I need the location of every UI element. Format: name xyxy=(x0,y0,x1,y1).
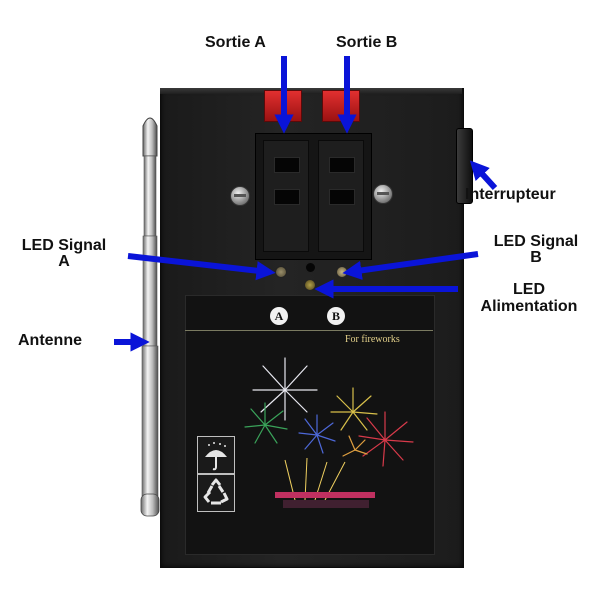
recycle-icon xyxy=(203,478,229,505)
sticker-caption: For fireworks xyxy=(345,334,400,345)
output-terminal-block xyxy=(255,133,372,260)
fireworks-illustration xyxy=(244,357,414,508)
label-led-alimentation: LED Alimentation xyxy=(460,281,598,315)
label-sortie-b: Sortie B xyxy=(336,34,398,51)
terminal-hole xyxy=(329,189,355,205)
output-slot-b xyxy=(318,140,364,252)
label-led-signal-a: LED Signal A xyxy=(4,238,124,270)
ir-receiver xyxy=(305,262,316,273)
label-led-signal-a-line1: LED Signal xyxy=(21,237,107,254)
output-slot-a xyxy=(263,140,309,252)
terminal-hole xyxy=(329,157,355,173)
screw-icon xyxy=(373,184,393,204)
sticker-divider xyxy=(185,330,433,331)
screw-icon xyxy=(230,186,250,206)
umbrella-box xyxy=(197,436,235,474)
terminal-hole xyxy=(274,157,300,173)
label-led-signal-b-line2: B xyxy=(530,249,542,266)
label-led-signal-b: LED Signal B xyxy=(476,234,596,266)
label-interrupteur: Interrupteur xyxy=(465,186,556,203)
recycle-box xyxy=(197,474,235,512)
terminal-hole xyxy=(274,189,300,205)
channel-b-marker: B xyxy=(327,307,345,325)
umbrella-icon xyxy=(205,442,227,471)
channel-a-marker: A xyxy=(270,307,288,325)
body-top-edge xyxy=(160,88,462,94)
label-led-alim-line1: LED xyxy=(513,281,545,298)
label-sortie-a: Sortie A xyxy=(205,34,266,51)
label-led-signal-a-line2: A xyxy=(58,253,70,270)
label-antenne: Antenne xyxy=(18,332,82,349)
label-led-signal-b-line1: LED Signal xyxy=(493,233,579,250)
arrow-icon xyxy=(342,251,479,280)
arrow-icon xyxy=(127,253,276,281)
label-led-alim-line2: Alimentation xyxy=(480,298,578,315)
antenna-icon xyxy=(140,117,160,517)
arrow-icon xyxy=(469,160,498,191)
